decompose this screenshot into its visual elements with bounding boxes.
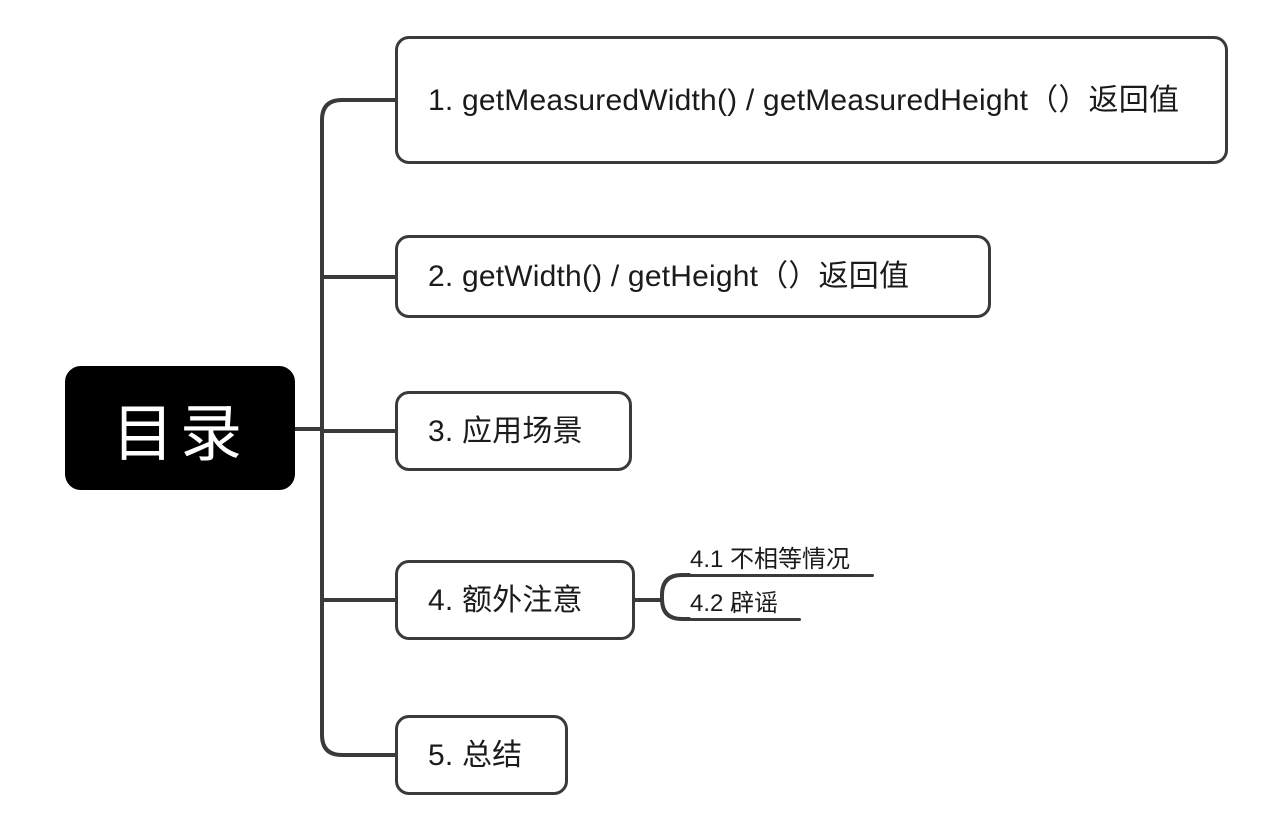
leaf-node-4-1[interactable]: 4.1 不相等情况 (690, 546, 851, 573)
branch-node-1-label: 1. getMeasuredWidth() / getMeasuredHeigh… (428, 83, 1180, 117)
branch-node-2[interactable]: 2. getWidth() / getHeight（）返回值 (395, 235, 991, 318)
branch-node-3-label: 3. 应用场景 (428, 414, 583, 448)
branch-node-1[interactable]: 1. getMeasuredWidth() / getMeasuredHeigh… (395, 36, 1228, 164)
leaf-node-4-2-underline (689, 618, 801, 621)
branch-node-2-label: 2. getWidth() / getHeight（）返回值 (428, 260, 910, 293)
branch-node-5[interactable]: 5. 总结 (395, 715, 568, 795)
connector-trunk (320, 427, 397, 757)
leaf-node-4-2[interactable]: 4.2 辟谣 (690, 590, 779, 617)
connector-subtrunk-lower (660, 597, 691, 621)
root-node[interactable]: 目录 (65, 366, 295, 490)
connector-subtrunk-upper (660, 573, 691, 602)
branch-node-4-label: 4. 额外注意 (428, 583, 583, 617)
connector-trunk-upper (320, 98, 397, 431)
branch-node-4[interactable]: 4. 额外注意 (395, 560, 635, 640)
leaf-node-4-1-underline (689, 574, 874, 577)
branch-node-3[interactable]: 3. 应用场景 (395, 391, 632, 471)
branch-node-5-label: 5. 总结 (428, 738, 523, 772)
root-node-label: 目录 (111, 400, 248, 469)
